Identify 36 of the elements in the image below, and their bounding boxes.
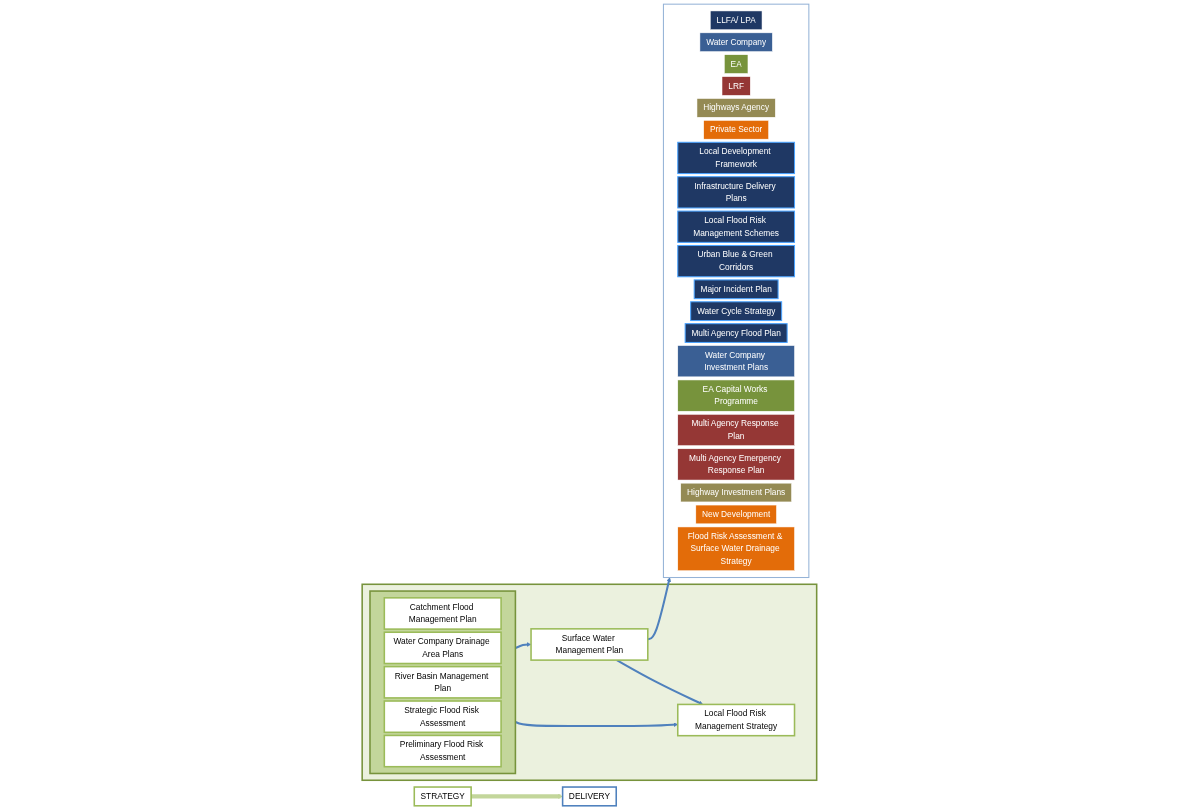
node-box: Highway Investment Plans (680, 482, 792, 503)
node-box: Infrastructure Delivery Plans (677, 176, 796, 209)
node-box: Local Development Framework (677, 141, 796, 175)
node-box: DELIVERY (561, 786, 618, 807)
node-box: LLFA/ LPA (710, 10, 763, 30)
node-box: Major Incident Plan (693, 279, 779, 300)
cluster (663, 3, 810, 579)
node-box: Water Company Drainage Area Plans (383, 631, 502, 665)
node-box: Multi Agency Flood Plan (684, 323, 788, 343)
node-box: Preliminary Flood Risk Assessment (383, 734, 502, 768)
node-box: Catchment Flood Management Plan (383, 597, 502, 630)
node-box: Water Company Investment Plans (677, 345, 795, 378)
node-box: Private Sector (703, 120, 769, 140)
node-box: New Development (695, 504, 777, 525)
node-box: LRF (721, 76, 751, 96)
node-box: Multi Agency Response Plan (677, 414, 795, 446)
arrow (647, 577, 672, 641)
arrow (616, 659, 704, 705)
node-box: Water Company (699, 32, 773, 52)
node-box: Surface Water Management Plan (530, 628, 649, 661)
cluster (369, 590, 517, 775)
node-box: River Basin Management Plan (383, 665, 502, 699)
node-box: EA Capital Works Programme (677, 379, 795, 412)
node-box: Strategic Flood Risk Assessment (383, 700, 502, 734)
arrow (471, 794, 563, 799)
node-box: Highways Agency (696, 98, 776, 118)
node-box: Urban Blue & Green Corridors (677, 245, 796, 278)
node-box: Water Cycle Strategy (690, 301, 783, 322)
node-box: Flood Risk Assessment & Surface Water Drainage Strategy (677, 526, 795, 571)
node-box: EA (724, 54, 749, 74)
node-box: Local Flood Risk Management Strategy (677, 703, 796, 737)
node-box: Multi Agency Emergency Response Plan (677, 448, 795, 481)
cluster (361, 583, 818, 782)
arrow (515, 642, 532, 650)
node-box: STRATEGY (413, 786, 472, 807)
node-box: Local Flood Risk Management Schemes (677, 210, 796, 243)
